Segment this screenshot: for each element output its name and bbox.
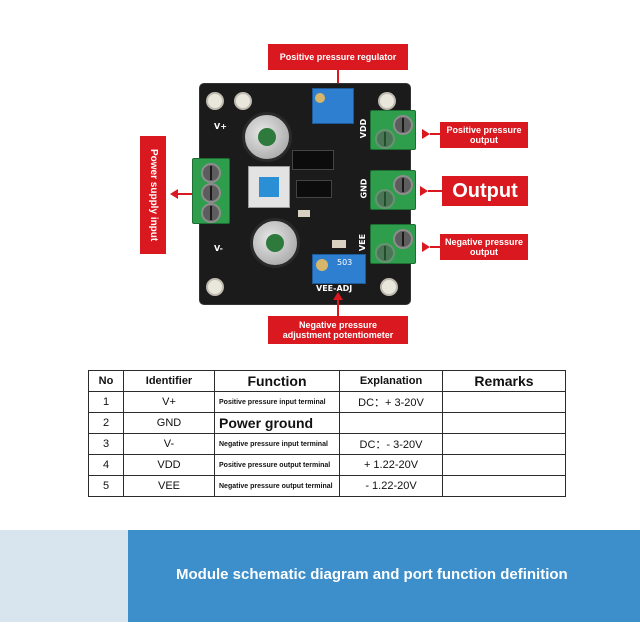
arrowhead-left — [170, 189, 178, 199]
arrow-line — [430, 133, 440, 135]
negative-potentiometer: 503 — [312, 254, 366, 284]
vdd-terminal-block — [370, 110, 416, 150]
smd-component — [332, 240, 346, 248]
cell-no: 4 — [88, 454, 124, 476]
positive-regulator-label: Positive pressure regulator — [268, 44, 408, 70]
silk-vplus: V+ — [214, 122, 227, 131]
screw-icon — [375, 129, 395, 149]
banner-shadow — [0, 530, 128, 622]
mount-hole — [206, 92, 224, 110]
output-label: Output — [442, 176, 528, 206]
screw-icon — [201, 203, 221, 223]
input-terminal-block — [192, 158, 230, 224]
cell-remarks — [442, 475, 566, 497]
cell-explanation — [339, 412, 443, 434]
arrowhead-right — [422, 242, 430, 252]
ic-chip — [292, 150, 334, 170]
cell-no: 3 — [88, 433, 124, 455]
arrow-line — [430, 246, 440, 248]
silk-vee-adj: VEE-ADJ — [316, 284, 353, 293]
header-remarks: Remarks — [442, 370, 566, 392]
cell-explanation: + 1.22-20V — [339, 454, 443, 476]
screw-icon — [393, 115, 413, 135]
arrow-line — [428, 190, 442, 192]
cell-remarks — [442, 433, 566, 455]
positive-output-label: Positive pressure output — [440, 122, 528, 148]
arrow-line — [176, 193, 202, 195]
port-function-table: No Identifier Function Explanation Remar… — [88, 370, 566, 497]
cell-identifier: VEE — [123, 475, 215, 497]
header-no: No — [88, 370, 124, 392]
arrow-line — [337, 70, 339, 92]
header-function: Function — [214, 370, 340, 392]
power-supply-input-text: Power supply input — [147, 148, 159, 242]
gnd-terminal-block — [370, 170, 416, 210]
banner-caption: Module schematic diagram and port functi… — [176, 566, 568, 583]
table-row: 5 VEE Negative pressure output terminal … — [88, 475, 566, 497]
mount-hole — [234, 92, 252, 110]
arrowhead-right — [422, 129, 430, 139]
negative-output-label: Negative pressure output — [440, 234, 528, 260]
screw-icon — [393, 229, 413, 249]
cell-no: 2 — [88, 412, 124, 434]
silk-gnd: GND — [359, 178, 369, 199]
cell-identifier: V+ — [123, 391, 215, 413]
pot-marking: 503 — [337, 258, 353, 267]
screw-icon — [201, 163, 221, 183]
screw-icon — [201, 183, 221, 203]
cell-explanation: DC：+ 3-20V — [339, 391, 443, 413]
ic-chip — [296, 180, 332, 198]
pcb-board: V+ V- 503 VEE-ADJ VDD GND VEE — [192, 84, 416, 304]
footer-banner — [128, 530, 640, 622]
silk-vminus: V- — [214, 244, 223, 253]
smd-component — [298, 210, 310, 217]
silk-vdd: VDD — [359, 118, 369, 139]
header-explanation: Explanation — [339, 370, 443, 392]
cell-remarks — [442, 454, 566, 476]
table-row: 2 GND Power ground — [88, 412, 566, 434]
table-row: 3 V- Negative pressure input terminal DC… — [88, 433, 566, 455]
screw-icon — [393, 175, 413, 195]
arrow-line — [337, 300, 339, 316]
cell-function: Negative pressure input terminal — [214, 433, 340, 455]
table-row: 1 V+ Positive pressure input terminal DC… — [88, 391, 566, 413]
header-identifier: Identifier — [123, 370, 215, 392]
silk-vee: VEE — [358, 233, 368, 252]
cell-identifier: VDD — [123, 454, 215, 476]
table-row: 4 VDD Positive pressure output terminal … — [88, 454, 566, 476]
cell-no: 1 — [88, 391, 124, 413]
negative-adjustment-label: Negative pressure adjustment potentiomet… — [268, 316, 408, 344]
cell-function: Positive pressure output terminal — [214, 454, 340, 476]
screw-icon — [375, 189, 395, 209]
positive-potentiometer — [312, 88, 354, 124]
cell-explanation: DC：- 3-20V — [339, 433, 443, 455]
cell-no: 5 — [88, 475, 124, 497]
screw-icon — [375, 243, 395, 263]
table-header-row: No Identifier Function Explanation Remar… — [88, 370, 566, 392]
vee-terminal-block — [370, 224, 416, 264]
cell-function: Positive pressure input terminal — [214, 391, 340, 413]
cell-identifier: GND — [123, 412, 215, 434]
mount-hole — [380, 278, 398, 296]
power-supply-input-label: Power supply input — [140, 136, 166, 254]
electrolytic-capacitor — [242, 112, 292, 162]
electrolytic-capacitor — [250, 218, 300, 268]
blue-switch — [248, 166, 290, 208]
mount-hole — [378, 92, 396, 110]
cell-identifier: V- — [123, 433, 215, 455]
mount-hole — [206, 278, 224, 296]
arrowhead-right — [420, 186, 428, 196]
cell-function: Negative pressure output terminal — [214, 475, 340, 497]
cell-remarks — [442, 412, 566, 434]
cell-explanation: - 1.22-20V — [339, 475, 443, 497]
cell-remarks — [442, 391, 566, 413]
cell-function: Power ground — [214, 412, 340, 434]
arrowhead-up — [333, 292, 343, 300]
